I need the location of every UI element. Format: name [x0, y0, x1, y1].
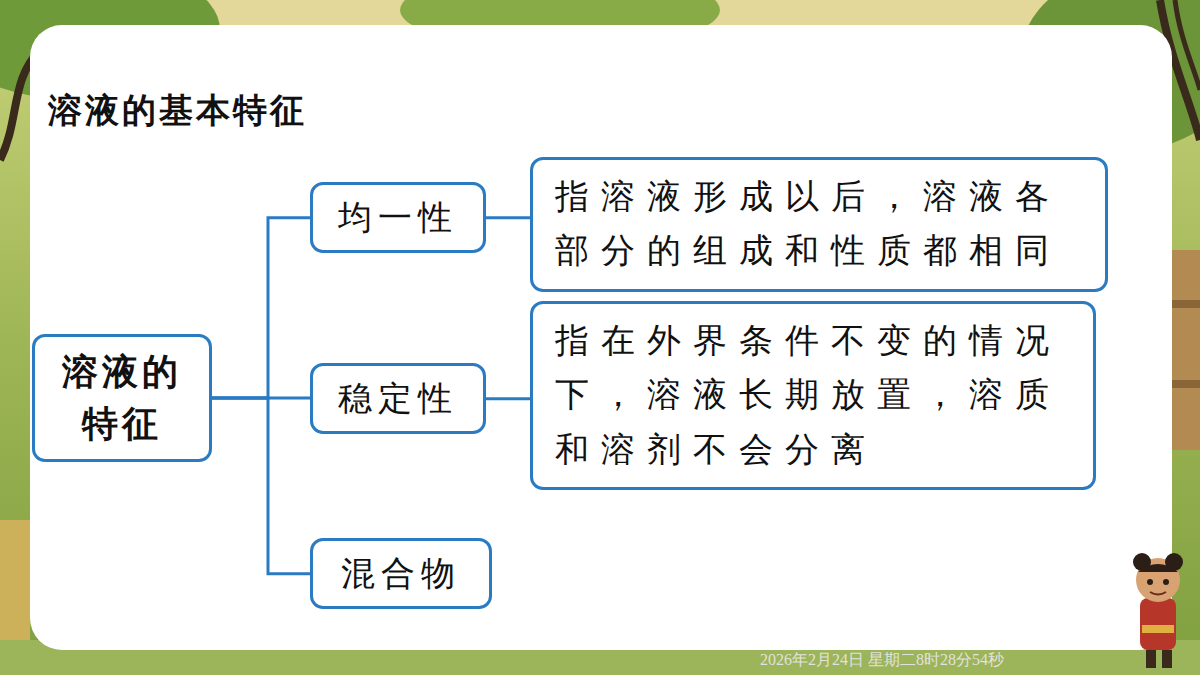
- node-label: 均一性: [323, 193, 473, 242]
- feature-box: 混合物: [310, 538, 492, 609]
- feature-box: 稳定性: [310, 363, 486, 434]
- description-box: 指在外界条件不变的情况 下，溶液长期放置，溶质 和溶剂不会分离: [530, 301, 1096, 490]
- tree-connector: [486, 216, 530, 219]
- node-label: 溶液的 特征: [45, 346, 199, 450]
- node-label: 稳定性: [323, 374, 473, 423]
- feature-box: 均一性: [310, 182, 486, 253]
- tree-connector: [212, 218, 310, 398]
- slide-title: 溶液的基本特征: [48, 88, 307, 134]
- timestamp-watermark: 2026年2月24日 星期二8时28分54秒: [760, 650, 1004, 671]
- tree-connector: [486, 397, 530, 400]
- description-text: 指溶液形成以后，溶液各 部分的组成和性质都相同: [555, 170, 1091, 279]
- node-label: 混合物: [323, 549, 479, 598]
- root-box: 溶液的 特征: [32, 334, 212, 462]
- tree-connector: [212, 397, 310, 400]
- tree-connector: [212, 398, 310, 574]
- description-text: 指在外界条件不变的情况 下，溶液长期放置，溶质 和溶剂不会分离: [555, 314, 1079, 477]
- cartoon-figure: [1133, 553, 1183, 668]
- description-box: 指溶液形成以后，溶液各 部分的组成和性质都相同: [530, 157, 1108, 292]
